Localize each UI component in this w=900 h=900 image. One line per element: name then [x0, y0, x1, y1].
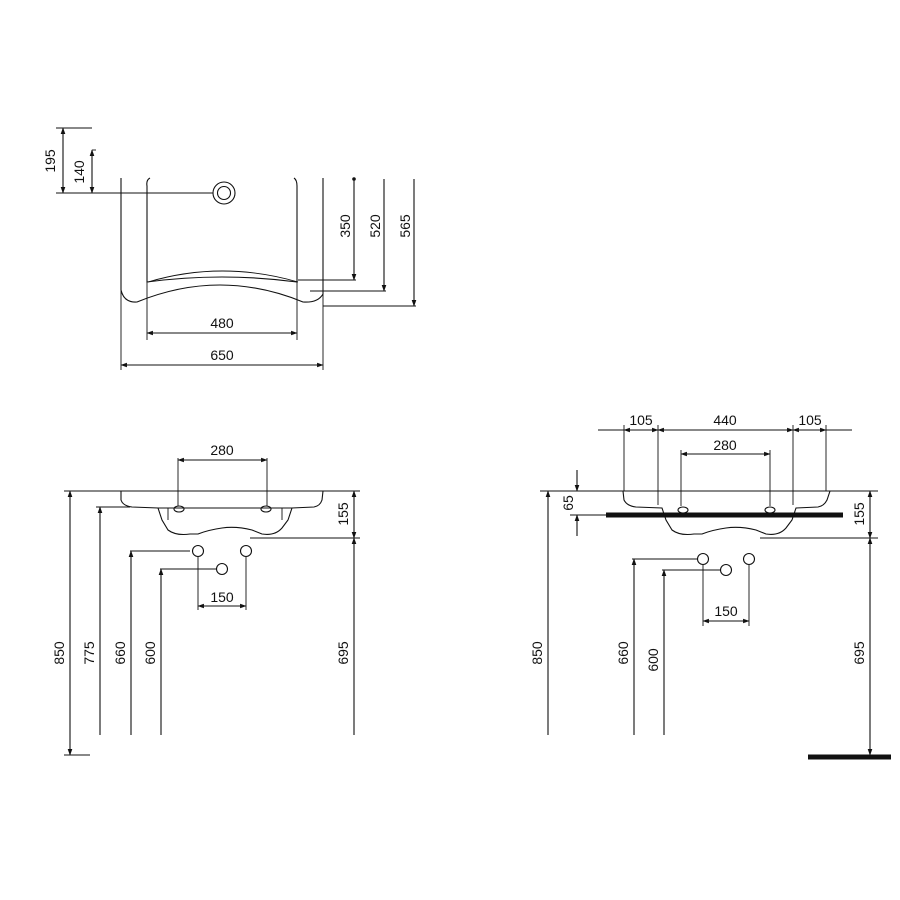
dim-label-600-right: 600: [645, 648, 661, 672]
top-view: 195 140 350 520 565 480 650: [42, 127, 417, 370]
dim-label-195: 195: [42, 149, 58, 173]
dim-label-600-left: 600: [142, 641, 158, 665]
dim-label-520: 520: [367, 214, 383, 238]
dim-label-155-right: 155: [851, 502, 867, 526]
dim-label-150-left: 150: [210, 589, 234, 605]
front-view-right: 105 440 105 280 65 850 660 600 150: [529, 412, 891, 760]
pipe-connection-icon: [239, 544, 253, 558]
pipe-connection-icon: [191, 544, 205, 558]
dim-label-480: 480: [210, 315, 234, 331]
dim-label-105-left: 105: [629, 412, 653, 428]
front-view-left: 280 155 695 850 775 660 600 150: [51, 442, 360, 756]
dim-label-650: 650: [210, 347, 234, 363]
pipe-connection-icon: [719, 563, 733, 577]
basin-top-front-curve: [147, 270, 299, 283]
basin-front-outline: [120, 490, 324, 536]
pipe-connection-icon: [742, 552, 756, 566]
dim-label-660-left: 660: [112, 641, 128, 665]
dim-label-155-left: 155: [335, 502, 351, 526]
pipe-connection-icon: [696, 552, 710, 566]
dim-label-150-right: 150: [714, 603, 738, 619]
dim-label-280-left: 280: [210, 442, 234, 458]
dim-label-775: 775: [81, 641, 97, 665]
dim-label-350: 350: [337, 214, 353, 238]
dim-label-280-right: 280: [713, 437, 737, 453]
tap-hole-icon: [212, 181, 236, 205]
basin-top-outline: [120, 178, 324, 303]
dim-label-140: 140: [71, 160, 87, 184]
dim-label-105-right: 105: [798, 412, 822, 428]
basin-front-outline-right: [622, 490, 831, 536]
dim-label-565: 565: [397, 214, 413, 238]
dim-label-660-right: 660: [615, 641, 631, 665]
basin-top-bowl: [146, 177, 298, 283]
dim-label-440: 440: [713, 412, 737, 428]
dim-label-850-right: 850: [529, 641, 545, 665]
dim-label-695-left: 695: [335, 641, 351, 665]
pipe-connection-icon: [215, 562, 229, 576]
dim-label-65: 65: [560, 495, 576, 511]
dim-label-850-left: 850: [51, 641, 67, 665]
dim-label-695-right: 695: [851, 641, 867, 665]
